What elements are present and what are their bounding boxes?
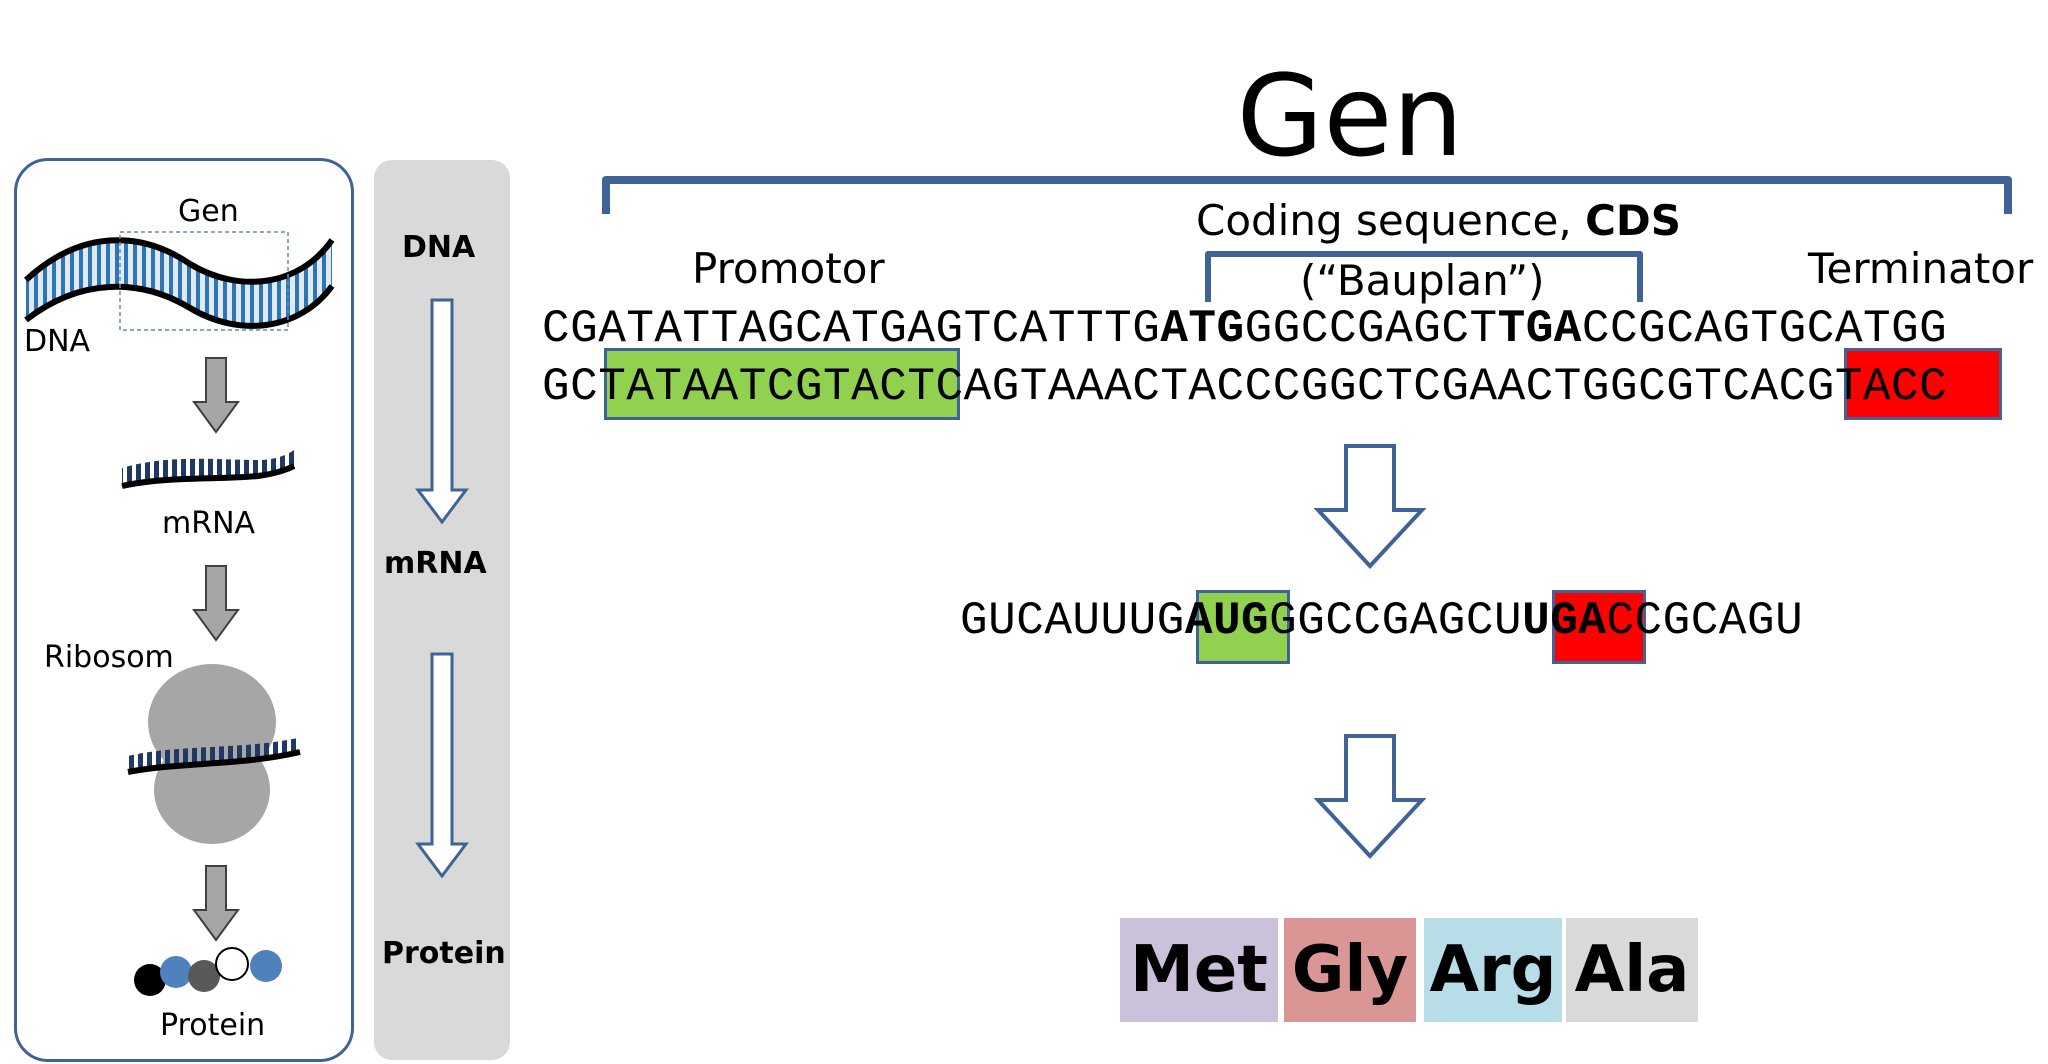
promotor-label: Promotor [692, 244, 885, 293]
cds-bold: CDS [1585, 196, 1682, 245]
translation-arrow-icon [1314, 734, 1426, 859]
terminator-highlight [1844, 348, 2002, 420]
dna-bottom-strand: GCTATAATCGTACTCAGTAAACTACCCGGCTCGAACTGGC… [542, 358, 1947, 416]
gene-bracket [602, 176, 2012, 214]
protein-chain-icon [134, 947, 282, 996]
cds-label: Coding sequence, CDS [1196, 196, 1681, 245]
dna-helix-icon [23, 231, 335, 331]
dna-bottom-terminator: CGTAC [1778, 361, 1920, 413]
dna-bottom-mid: CAGTAAACTACCCGGCTCGAACTGGCGTCA [935, 361, 1779, 413]
bauplan-label: (“Bauplan”) [1300, 256, 1545, 305]
dna-bottom-pre: GC [542, 361, 599, 413]
mrna-stop-codon: UGA [1522, 595, 1607, 647]
amino-acid-arg: Arg [1424, 918, 1562, 1022]
down-arrow-icon [192, 865, 240, 942]
terminator-label: Terminator [1808, 244, 2034, 293]
dna-top-strand: CGATATTAGCATGAGTCATTTGATGGGCCGAGCTTGACCG… [542, 300, 1947, 358]
mrna-post: CCGCAGU [1606, 595, 1804, 647]
amino-acid-met: Met [1120, 918, 1278, 1022]
protein-label: Protein [160, 1008, 266, 1043]
flow-protein-label: Protein [382, 936, 506, 971]
transcription-arrow-icon [1314, 444, 1426, 569]
dna-top-pre: CGATATTAGCATGAGTCATTTG [542, 303, 1161, 355]
start-codon-highlight [1196, 590, 1290, 664]
page-title: Gen [1236, 52, 1464, 182]
flow-arrow-icon [415, 298, 469, 525]
mrna-sequence: GUCAUUUGAUGGGCCGAGCUUGACCGCAGU [960, 592, 1803, 650]
flow-arrow-icon [415, 652, 469, 879]
mrna-strand-icon [121, 450, 296, 489]
down-arrow-icon [192, 357, 240, 434]
amino-acid-gly: Gly [1284, 918, 1416, 1022]
dna-top-stop-codon: TGA [1497, 303, 1582, 355]
promoter-highlight [604, 348, 960, 420]
flow-mrna-label: mRNA [384, 546, 487, 581]
cds-bracket [1205, 251, 1643, 302]
ribosom-label: Ribosom [44, 640, 174, 675]
cds-prefix: Coding sequence, [1196, 196, 1586, 245]
mrna-start-codon: AUG [1184, 595, 1270, 647]
ribosome-icon [127, 664, 301, 844]
dna-label: DNA [24, 324, 91, 359]
mrna-label: mRNA [162, 506, 256, 541]
stop-codon-highlight [1552, 590, 1646, 664]
mrna-mid: GGCCGAGCU [1269, 595, 1523, 647]
amino-acid-ala: Ala [1566, 918, 1698, 1022]
dna-top-post: CCGCAGTGCATGG [1581, 303, 1948, 355]
down-arrow-icon [192, 565, 240, 642]
gen-label: Gen [178, 194, 239, 229]
flow-panel [374, 160, 510, 1060]
dna-top-start-codon: ATG [1160, 303, 1245, 355]
mrna-pre: GUCAUUUG [960, 595, 1185, 647]
dna-top-mid: GGCCGAGCT [1244, 303, 1498, 355]
flow-dna-label: DNA [402, 230, 476, 265]
dna-bottom-promoter: TATAATCGTACT [598, 361, 936, 413]
dna-bottom-post: C [1919, 361, 1948, 413]
